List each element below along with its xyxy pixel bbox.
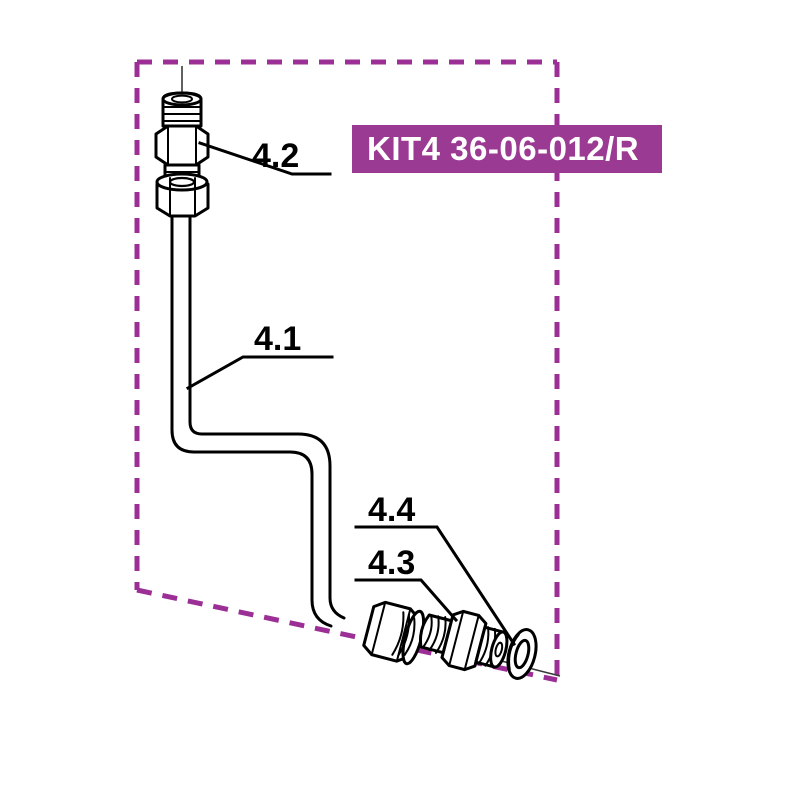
washer-edge-highlight [508,633,520,671]
lower-nut-edge-b [395,607,412,663]
adapter-left-thread-1 [421,614,433,649]
callout-label-4-4-text: 4.4 [368,491,415,529]
callout-label-4-1: 4.1 [254,320,301,358]
leader-line-4-4 [354,525,517,647]
leader-line-4-2 [198,141,332,176]
boundary-bottom-edge [136,587,558,683]
lower-nut-edge-a [370,601,387,656]
adapter-left-thread-body [419,613,453,655]
adapter-hex-body [440,609,488,672]
adapter-hex-edge-a [448,610,465,667]
part-lower-tube-nut [362,600,426,666]
lower-nut-thread-3 [391,611,405,656]
tube-nut-bore [168,176,196,188]
callout-label-4-1-text: 4.1 [254,320,301,358]
washer-inner-bore [513,638,531,670]
part-sealing-washer [506,628,538,680]
kit-banner-label: KIT4 36-06-012/R [367,130,639,167]
dashed-boundary [134,59,560,683]
part-upper-tube-nut [155,172,210,218]
kit-banner: KIT4 36-06-012/R [352,125,662,173]
callout-label-4-3: 4.3 [368,544,415,582]
part-bent-tube [170,194,346,628]
callout-label-4-2: 4.2 [252,137,299,175]
adapter-right-thread-1 [477,626,490,665]
adapter-hex-edge-b [463,614,480,671]
tube-wall-right [188,194,346,620]
part-threaded-adapter [419,609,509,672]
leader-line-4-1 [185,355,334,391]
callout-label-4-4: 4.4 [368,491,415,529]
callout-label-4-3-text: 4.3 [368,544,415,582]
kit-banner-background [352,125,662,173]
adapter-left-thread-3 [434,616,447,654]
tube-wall-left [170,194,333,628]
callout-label-4-2-text: 4.2 [252,137,299,175]
fitting-hex-body [154,124,210,167]
adapter-right-bore [494,641,504,658]
lower-nut-thread-1 [403,617,416,656]
leader-line-4-3 [354,578,459,623]
lower-nut-thread-2 [397,613,411,657]
adapter-left-thread-2 [428,615,440,652]
fitting-top-bore [171,94,193,104]
callout-leader-lines [185,141,517,647]
